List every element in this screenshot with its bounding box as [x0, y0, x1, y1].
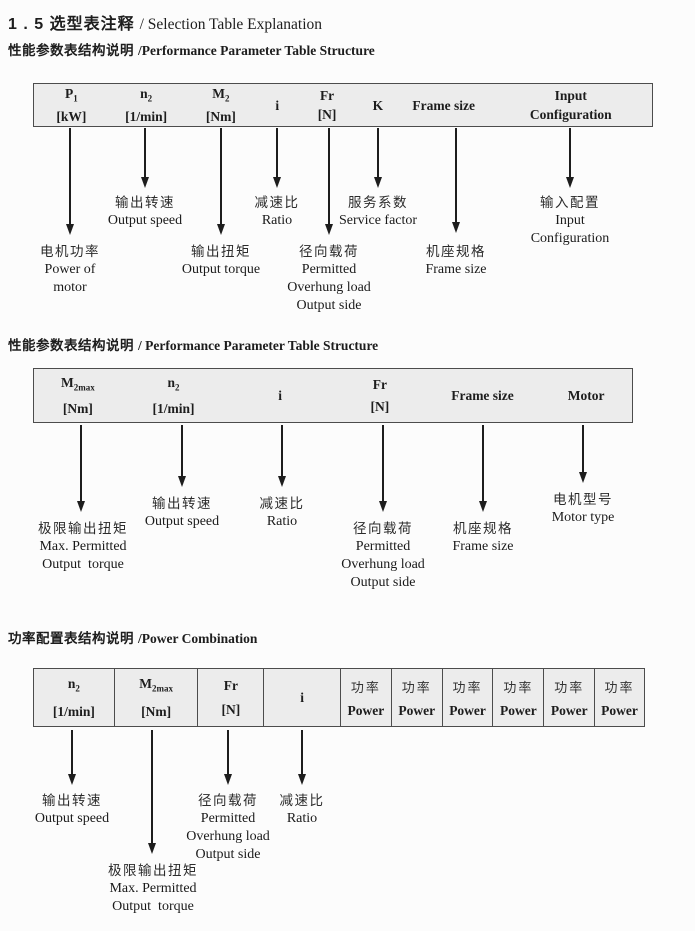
col-m2: M2[Nm]	[205, 86, 236, 124]
arrow-down-icon	[324, 128, 334, 235]
col-i: i	[275, 97, 280, 113]
col-n2: n2[1/min]	[125, 86, 168, 124]
section-2-heading: 性能参数表结构说明 / Performance Parameter Table S…	[8, 334, 378, 355]
callout-motor-type: 电机型号 Motor type	[551, 492, 615, 525]
section-1-heading-zh: 性能参数表结构说明	[8, 43, 134, 58]
col-i: i	[263, 669, 340, 726]
arrow-down-icon	[451, 128, 461, 233]
arrow-down-icon	[277, 425, 287, 487]
section-2-heading-en: / Performance Parameter Table Structure	[138, 338, 379, 353]
callout-overhung-load: 径向载荷 Permitted Overhung load Output side	[186, 793, 270, 862]
arrow-down-icon	[216, 128, 226, 235]
arrow-down-icon	[140, 128, 150, 188]
performance-parameter-table-2: M2max[Nm] n2[1/min] i Fr[N] Frame size M…	[33, 368, 633, 423]
callout-input-configuration: 输入配置 Input Configuration	[530, 195, 610, 246]
arrow-down-icon	[378, 425, 388, 512]
section-1-heading-en: /Performance Parameter Table Structure	[138, 43, 375, 58]
page-title: 1 . 5 选型表注释/ Selection Table Explanation	[8, 10, 322, 34]
col-k: K	[372, 97, 384, 113]
col-fr: Fr[N]	[317, 88, 337, 122]
section-3-heading-zh: 功率配置表结构说明	[8, 631, 134, 646]
callout-ratio: 减速比 Ratio	[279, 793, 325, 826]
arrow-down-icon	[76, 425, 86, 512]
arrow-down-icon	[65, 128, 75, 235]
page-title-en: / Selection Table Explanation	[139, 16, 323, 33]
col-frame-size: Frame size	[451, 388, 514, 403]
col-motor: Motor	[567, 388, 605, 403]
arrow-down-icon	[223, 730, 233, 785]
col-n2: n2[1/min]	[52, 676, 95, 719]
callout-overhung-load: 径向载荷 Permitted Overhung load Output side	[287, 244, 371, 313]
col-fr: Fr[N]	[197, 669, 263, 726]
callout-ratio: 减速比 Ratio	[259, 496, 305, 529]
arrow-down-icon	[67, 730, 77, 785]
section-1-heading: 性能参数表结构说明/Performance Parameter Table St…	[8, 39, 375, 60]
arrow-down-icon	[147, 730, 157, 854]
callout-service-factor: 服务系数 Service factor	[338, 195, 418, 228]
arrow-down-icon	[565, 128, 575, 188]
arrow-down-icon	[272, 128, 282, 188]
section-3-heading: 功率配置表结构说明/Power Combination	[8, 627, 257, 648]
col-m2max: M2max[Nm]	[113, 669, 198, 726]
arrow-down-icon	[373, 128, 383, 188]
arrow-down-icon	[297, 730, 307, 785]
col-i: i	[278, 388, 283, 403]
col-p1: P1[kW]	[56, 86, 87, 124]
callout-output-speed: 输出转速 Output speed	[144, 496, 220, 529]
callout-output-torque: 输出扭矩 Output torque	[181, 244, 261, 277]
callout-frame-size: 机座规格 Frame size	[452, 521, 514, 554]
section-2-heading-zh: 性能参数表结构说明	[8, 338, 134, 353]
callout-output-speed: 输出转速 Output speed	[34, 793, 110, 826]
arrow-down-icon	[177, 425, 187, 487]
callout-ratio: 减速比 Ratio	[254, 195, 300, 228]
callout-output-speed: 输出转速 Output speed	[107, 195, 183, 228]
callout-max-output-torque: 极限输出扭矩 Max. Permitted Output torque	[108, 863, 198, 914]
performance-parameter-table-1: P1[kW] n2[1/min] M2[Nm] i Fr[N] K Frame …	[33, 83, 653, 127]
callout-max-output-torque: 极限输出扭矩 Max. Permitted Output torque	[38, 521, 128, 572]
arrow-down-icon	[478, 425, 488, 512]
col-m2max: M2max[Nm]	[60, 374, 95, 417]
section-3-heading-en: /Power Combination	[138, 631, 258, 646]
callout-overhung-load: 径向载荷 Permitted Overhung load Output side	[341, 521, 425, 590]
page-title-zh: 1 . 5 选型表注释	[8, 16, 135, 33]
arrow-down-icon	[578, 425, 588, 483]
col-frame-size: Frame size	[412, 97, 475, 113]
col-n2: n2[1/min]	[152, 374, 195, 417]
callout-power-of-motor: 电机功率 Power of motor	[40, 244, 100, 295]
col-fr: Fr[N]	[370, 376, 390, 415]
callout-frame-size: 机座规格 Frame size	[425, 244, 487, 277]
